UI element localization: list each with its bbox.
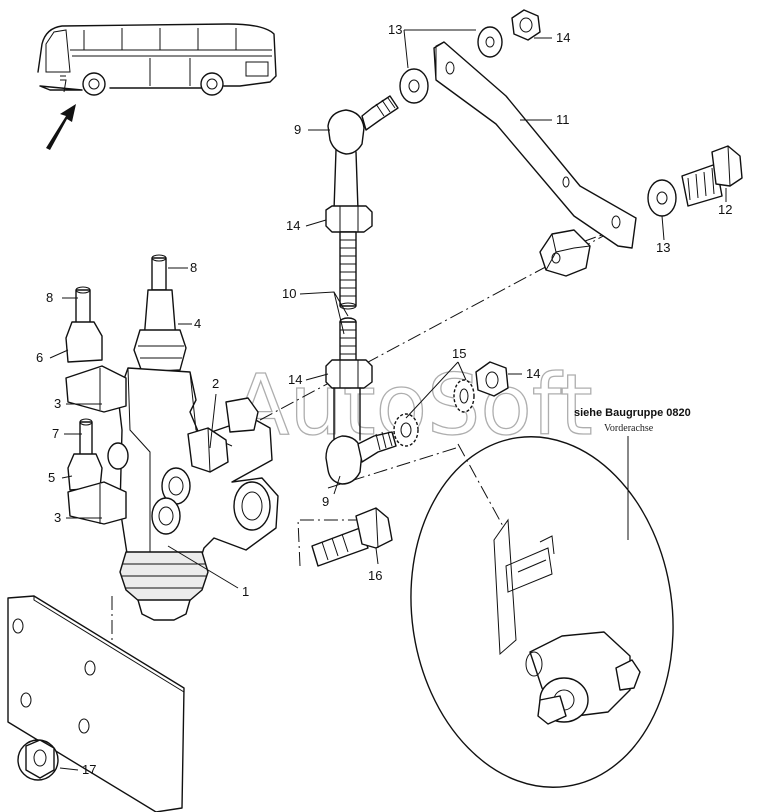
part-10-threaded-rod-lower: [339, 317, 357, 365]
part-9-ball-joint-top: [327, 95, 399, 211]
part-15-serrated-washer-a: [453, 379, 475, 413]
callout-9-bottom: 9: [322, 494, 329, 509]
part-17-flange-nut: [17, 739, 59, 781]
part-14-nut-lower-rod: [325, 359, 373, 389]
part-4-fitting: [133, 289, 187, 373]
part-1-valve-body: [65, 365, 279, 621]
part-8-pipe-upper: [151, 254, 167, 291]
callout-5: 5: [48, 470, 55, 485]
mounting-plate: [7, 595, 185, 812]
callout-leaders: [49, 29, 727, 771]
bus-pictogram: [37, 23, 277, 96]
callout-17: 17: [82, 762, 96, 777]
callout-14-lower-rod: 14: [288, 372, 302, 387]
callout-10: 10: [282, 286, 296, 301]
callout-11: 11: [556, 112, 570, 127]
callout-14-top: 14: [556, 30, 570, 45]
reference-subtitle: Vorderachse: [604, 423, 654, 434]
part-13-washer-top-b: [477, 26, 503, 58]
part-14-nut-right: [475, 361, 509, 397]
callout-4: 4: [194, 316, 201, 331]
reference-title: siehe Baugruppe 0820: [574, 407, 691, 419]
callout-7: 7: [52, 426, 59, 441]
part-14-nut-upper-rod: [325, 205, 373, 233]
part-11-bracket: [433, 41, 637, 249]
part-15-serrated-washer-b: [393, 413, 419, 447]
part-16-bolt: [311, 507, 393, 567]
callout-3-upper: 3: [54, 396, 61, 411]
callout-3-lower: 3: [54, 510, 61, 525]
callout-13-right: 13: [656, 240, 670, 255]
callout-2: 2: [212, 376, 219, 391]
part-14-nut-top: [511, 9, 541, 41]
hex-block-nut: [539, 229, 591, 277]
part-8-pipe-left: [75, 286, 91, 327]
part-9-ball-joint-bottom: [325, 387, 397, 485]
callout-12: 12: [718, 202, 732, 217]
part-13-washer-right: [647, 179, 677, 217]
callout-1: 1: [242, 584, 249, 599]
callout-6: 6: [36, 350, 43, 365]
callout-16: 16: [368, 568, 382, 583]
callout-14-right: 14: [526, 366, 540, 381]
callout-numbers: 13 14 11 9 12 14 13 8 8 10 4 6 14 15 14 …: [36, 22, 732, 777]
front-axle-detail: [410, 436, 674, 788]
direction-arrow-icon: [46, 104, 76, 150]
part-10-threaded-rod-upper: [339, 231, 357, 310]
part-12-bolt: [681, 145, 743, 207]
callout-13-top: 13: [388, 22, 402, 37]
callout-8-left: 8: [46, 290, 53, 305]
part-6-hose-fitting: [65, 321, 103, 363]
part-13-washer-top: [399, 68, 429, 104]
callout-8-upper: 8: [190, 260, 197, 275]
callout-14-upper-rod: 14: [286, 218, 300, 233]
callout-9-top: 9: [294, 122, 301, 137]
part-7-pipe: [79, 418, 93, 457]
callout-15: 15: [452, 346, 466, 361]
